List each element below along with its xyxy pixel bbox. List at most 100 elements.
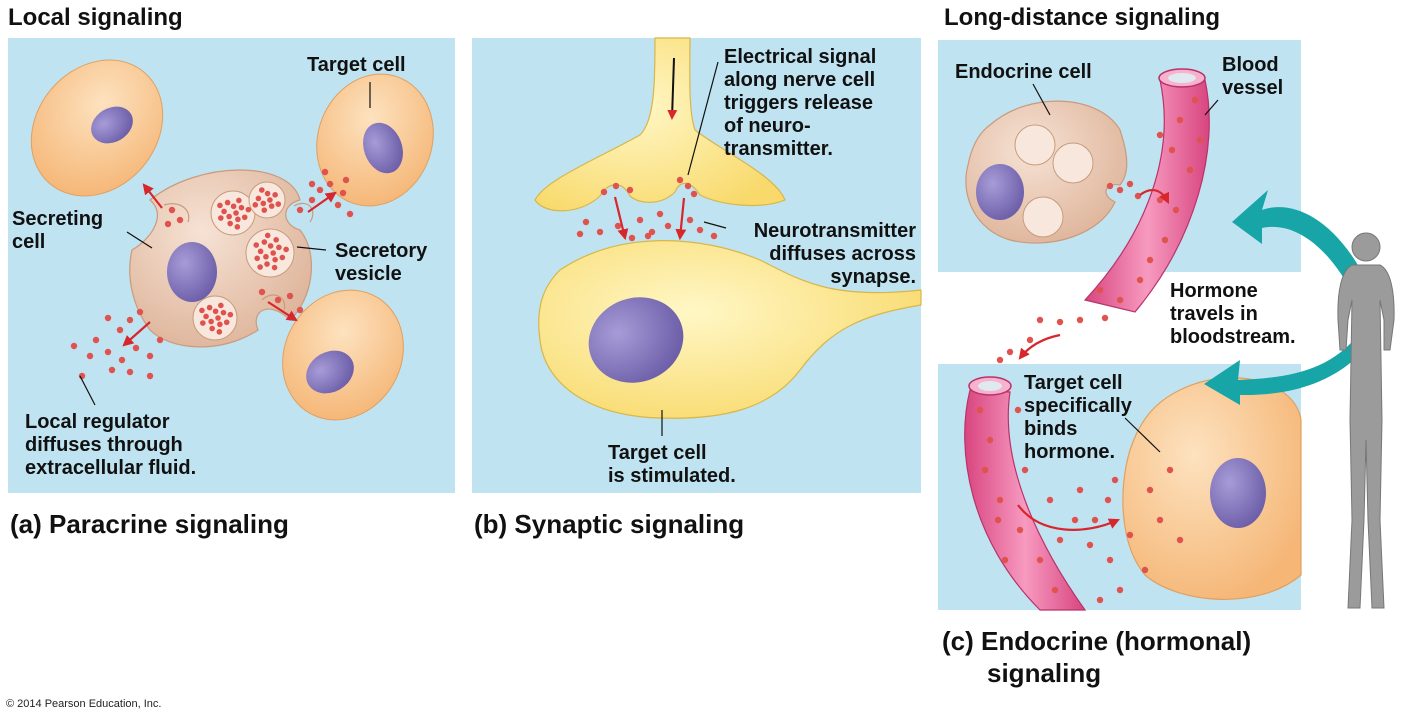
molecule-dot bbox=[236, 197, 242, 204]
molecule-dot bbox=[1056, 318, 1064, 326]
arrow-neurotransmitter-1 bbox=[613, 196, 629, 241]
molecule-dot bbox=[1176, 536, 1184, 544]
molecule-dot bbox=[279, 254, 286, 261]
blood-vessel-top bbox=[1083, 68, 1210, 313]
molecule-dot bbox=[78, 372, 86, 380]
molecule-dot bbox=[273, 236, 279, 243]
molecule-dot bbox=[596, 228, 604, 236]
long-distance-signaling-heading: Long-distance signaling bbox=[944, 4, 1221, 31]
arrow-neurotransmitter-2 bbox=[675, 197, 687, 241]
molecule-dot bbox=[1126, 180, 1134, 188]
molecule-dot bbox=[253, 242, 260, 248]
molecule-dot bbox=[208, 318, 214, 325]
molecule-dot bbox=[656, 210, 664, 218]
molecule-dot bbox=[1136, 276, 1144, 284]
molecule-dot bbox=[118, 356, 126, 364]
label-blood-vessel: Blood vessel bbox=[1222, 54, 1284, 99]
label-electrical-signal: Electrical signal along nerve cell trigg… bbox=[724, 46, 877, 160]
molecule-dot bbox=[1096, 596, 1104, 604]
molecule-dot bbox=[238, 204, 245, 211]
molecule-dot bbox=[321, 168, 329, 176]
molecule-dot bbox=[270, 250, 276, 256]
molecule-dot bbox=[326, 180, 334, 188]
molecule-dot bbox=[1186, 166, 1194, 174]
molecule-dot bbox=[286, 292, 294, 300]
molecule-dot bbox=[146, 352, 154, 360]
arrow-hormone-release bbox=[1139, 189, 1169, 204]
molecule-dot bbox=[1166, 466, 1174, 474]
molecule-dot bbox=[220, 309, 227, 316]
molecule-dot bbox=[245, 206, 252, 213]
molecule-dot bbox=[199, 307, 205, 314]
molecule-dot bbox=[275, 201, 282, 207]
caption-endocrine-line1: (c) Endocrine (hormonal) bbox=[942, 626, 1252, 656]
molecule-dot bbox=[70, 342, 78, 350]
label-target-cell-c: Target cell specifically binds hormone. bbox=[1024, 372, 1132, 463]
synaptic-molecules bbox=[576, 176, 718, 242]
molecule-dot bbox=[614, 222, 622, 230]
label-target-cell-a: Target cell bbox=[307, 54, 406, 76]
molecule-dot bbox=[1111, 476, 1119, 484]
arrow-electrical-signal bbox=[667, 57, 678, 120]
molecule-dot bbox=[260, 200, 267, 207]
molecule-dot bbox=[223, 319, 230, 326]
molecule-dot bbox=[258, 288, 266, 296]
molecule-dot bbox=[690, 190, 698, 198]
caption-paracrine: (a) Paracrine signaling bbox=[10, 509, 289, 539]
teal-arrow-bottom bbox=[1204, 335, 1368, 405]
molecule-dot bbox=[268, 203, 275, 209]
molecule-dot bbox=[1001, 556, 1009, 564]
molecule-dot bbox=[1116, 586, 1124, 594]
molecule-dot bbox=[203, 313, 209, 320]
label-endocrine-cell: Endocrine cell bbox=[955, 61, 1092, 83]
molecule-dot bbox=[217, 202, 223, 209]
molecule-dot bbox=[626, 186, 634, 194]
molecule-dot bbox=[342, 176, 350, 184]
molecule-dot bbox=[261, 239, 268, 245]
caption-endocrine-line2: signaling bbox=[987, 658, 1102, 688]
arrow-hormone-travel bbox=[1018, 333, 1061, 360]
postsynaptic-target-cell bbox=[538, 240, 922, 419]
arrow-paracrine-1 bbox=[142, 183, 163, 209]
molecule-dot bbox=[104, 314, 112, 322]
molecule-dot bbox=[296, 306, 304, 314]
molecule-dot bbox=[264, 232, 271, 239]
local-signaling-heading: Local signaling bbox=[8, 4, 183, 31]
molecule-dot bbox=[1126, 531, 1134, 539]
molecule-dot bbox=[261, 207, 268, 213]
molecule-dot bbox=[1172, 206, 1180, 214]
molecule-dot bbox=[1016, 526, 1024, 534]
molecule-dot bbox=[1096, 286, 1104, 294]
molecule-dot bbox=[1076, 316, 1084, 324]
molecule-dot bbox=[212, 308, 219, 315]
target-cell-bottom-right bbox=[282, 289, 404, 421]
molecule-dot bbox=[274, 296, 282, 304]
presynaptic-neuron bbox=[534, 37, 786, 212]
molecule-dot bbox=[146, 372, 154, 380]
molecule-dot bbox=[576, 230, 584, 238]
molecule-dot bbox=[92, 336, 100, 344]
molecule-dot bbox=[996, 496, 1004, 504]
molecule-dot bbox=[126, 316, 134, 324]
molecule-dot bbox=[235, 216, 241, 223]
molecule-dot bbox=[986, 436, 994, 444]
molecule-dot bbox=[227, 220, 233, 227]
label-hormone-travels: Hormone travels in bloodstream. bbox=[1170, 280, 1296, 348]
molecule-dot bbox=[1076, 486, 1084, 494]
molecule-dot bbox=[257, 264, 263, 270]
molecule-dot bbox=[267, 243, 274, 249]
molecule-dot bbox=[272, 256, 278, 263]
molecule-dot bbox=[221, 208, 227, 215]
molecule-dot bbox=[252, 202, 259, 208]
molecule-dot bbox=[1026, 336, 1034, 344]
molecule-dot bbox=[1106, 556, 1114, 564]
molecule-dot bbox=[1141, 566, 1149, 574]
molecule-dot bbox=[1101, 314, 1109, 322]
molecule-dot bbox=[276, 244, 282, 251]
endocrine-cell bbox=[965, 100, 1128, 244]
target-cell-top-right bbox=[316, 73, 434, 207]
label-target-cell-b: Target cell is stimulated. bbox=[608, 442, 736, 487]
molecule-dot bbox=[271, 264, 278, 271]
molecule-dot bbox=[316, 186, 324, 194]
